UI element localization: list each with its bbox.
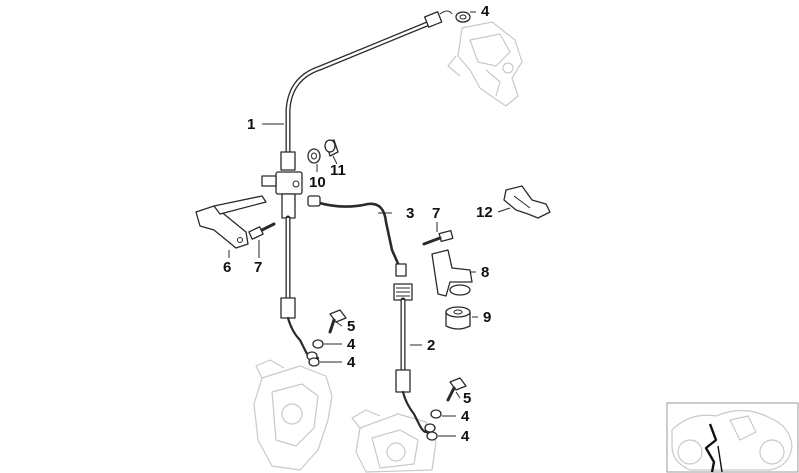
washer-10 [307,148,321,164]
brake-line-lower-left [280,193,320,360]
left-brake-caliper-ghost [253,359,333,471]
callout-4-right-lower: 4 [461,428,470,445]
sealing-washers-4-left [306,339,324,367]
callout-4-right-upper: 4 [461,408,470,425]
distribution-block [261,171,303,195]
banjo-bolt-5-left [328,309,347,334]
callout-1: 1 [247,116,255,133]
bracket-8 [431,249,473,297]
callout-10: 10 [309,174,326,191]
clip-12 [503,185,551,219]
sealing-washer-4-top [455,11,471,23]
master-cylinder-ghost [447,21,523,107]
callout-4-left-upper: 4 [347,336,356,353]
sealing-washers-4-right [424,409,442,441]
brake-line-3 [307,195,407,277]
bolt-7-right [422,229,454,246]
right-brake-caliper-ghost [351,409,437,473]
bolt-7-left [248,222,276,240]
callout-8: 8 [481,264,489,281]
callout-9: 9 [483,309,491,326]
callout-5-right: 5 [463,390,471,407]
location-inset-thumbnail [666,402,799,473]
brake-line-2 [393,283,432,434]
callout-labels: 1 2 3 4 4 4 4 4 5 5 6 7 7 8 9 10 11 12 [223,3,493,445]
callout-2: 2 [427,337,435,354]
leader-lines [228,11,511,437]
callout-3: 3 [406,205,414,222]
bracket-6 [195,195,267,249]
callout-6: 6 [223,259,231,276]
callout-11: 11 [330,162,346,179]
banjo-bolt-5-right [446,377,467,402]
callout-7-left: 7 [254,259,262,276]
brake-line-1 [280,10,453,171]
callout-7-right: 7 [432,205,440,222]
grommet-9 [445,306,471,330]
sleeve-11 [324,139,339,157]
callout-12: 12 [476,204,493,221]
callout-4-left-lower: 4 [347,354,356,371]
callout-5-left: 5 [347,318,355,335]
callout-4-top: 4 [481,3,490,20]
